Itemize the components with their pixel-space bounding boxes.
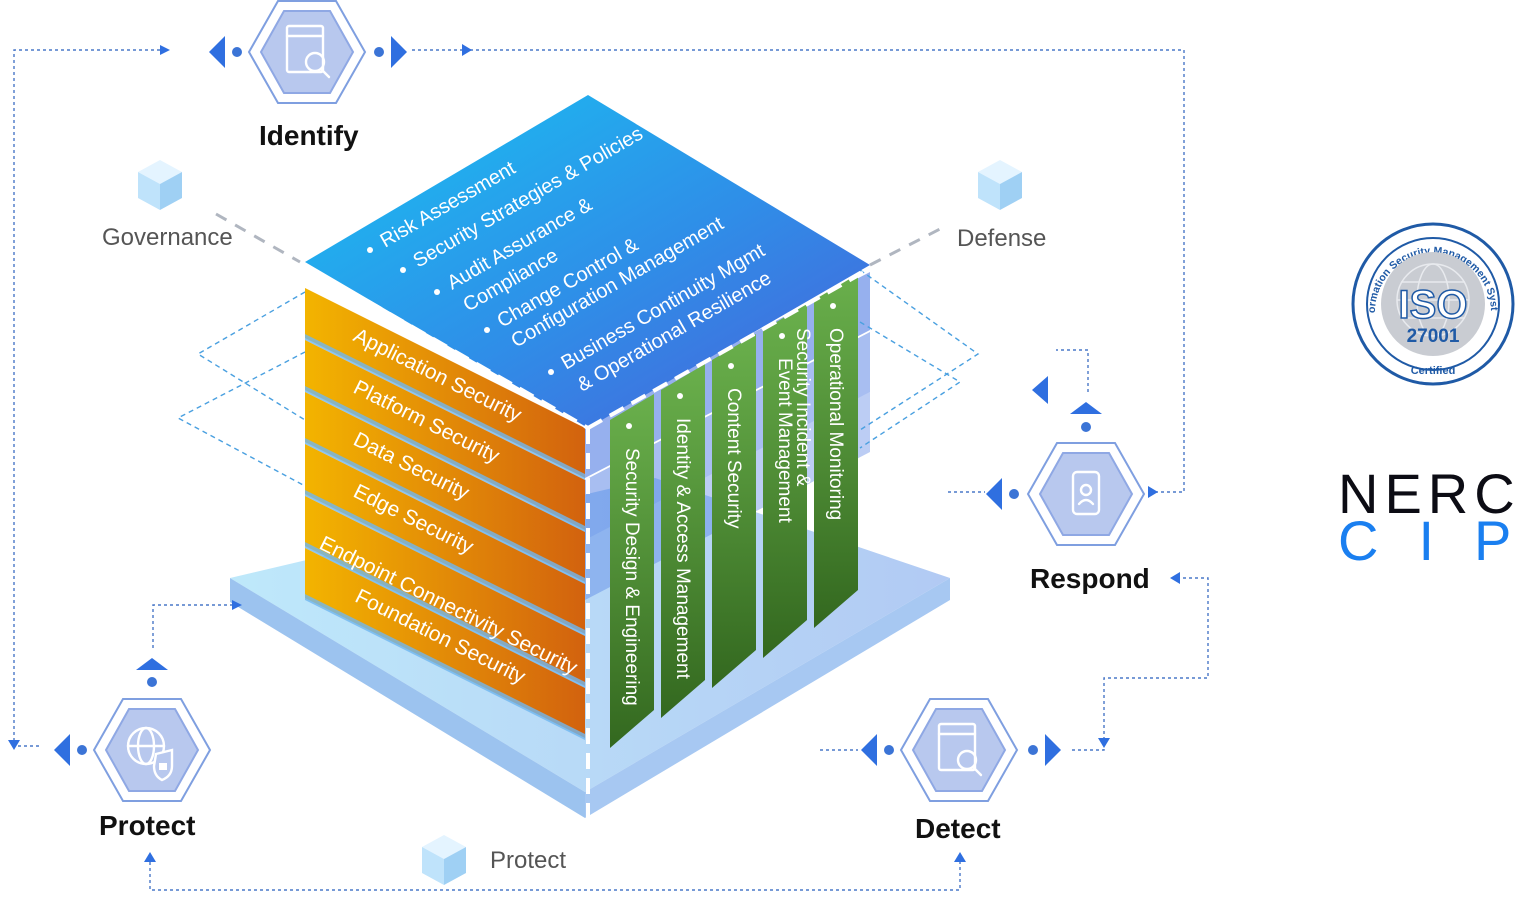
- iso-certified: Certified: [1411, 365, 1456, 377]
- nerc-text: NERC: [1338, 462, 1521, 525]
- iso-number: 27001: [1407, 326, 1460, 347]
- cube-edges: [215, 212, 943, 882]
- defense-label: Defense: [957, 225, 1046, 252]
- bullet-dot: [728, 363, 734, 369]
- bullet-dot: [484, 327, 490, 333]
- respond-label: Respond: [1030, 563, 1150, 594]
- bullet-dot: [400, 267, 406, 273]
- identify-label: Identify: [259, 120, 359, 151]
- dashed-outlines: [176, 269, 980, 487]
- pillar: Security Design & Engineering: [610, 394, 654, 748]
- defense-cube-icon: [978, 160, 1022, 210]
- pillar: Identity & Access Management: [661, 364, 705, 718]
- protect-side-label: Protect: [490, 847, 566, 874]
- layer-slab: Data Security: [305, 392, 585, 584]
- bullet-dot: [434, 289, 440, 295]
- pillar: Operational Monitoring: [814, 274, 858, 628]
- bullet-dot: [367, 247, 373, 253]
- bullet-dot: [548, 369, 554, 375]
- protect-label: Protect: [99, 810, 195, 841]
- bullet-dot: [830, 303, 836, 309]
- detect-label: Detect: [915, 813, 1001, 844]
- document-search-icon: [937, 722, 983, 777]
- document-search-icon: [285, 24, 331, 79]
- protect-cube-icon: [422, 835, 466, 885]
- globe-icon: [1396, 263, 1470, 337]
- flow-lines: [8, 44, 1209, 891]
- edge-ghost: [215, 212, 943, 267]
- pillar-label: Content Security: [723, 388, 744, 529]
- nerc-cip-logo: NERC CIP: [1338, 462, 1539, 572]
- pillar-label: Operational Monitoring: [825, 328, 846, 520]
- identify-node[interactable]: [209, 0, 407, 104]
- pillar-label: Security Incident &: [792, 328, 813, 487]
- governance-cube-icon: [138, 160, 182, 210]
- pillar-label: Identity & Access Management: [672, 418, 693, 680]
- pillar: Content Security: [712, 334, 756, 688]
- right-pillars: Security Design & Engineering Identity & …: [610, 274, 858, 748]
- pillar: Security Incident &Event Management: [763, 304, 813, 658]
- globe-lock-icon: [126, 726, 174, 782]
- iso-27001-badge: Information Security Management System I…: [1351, 222, 1515, 386]
- detect-node[interactable]: [861, 698, 1061, 802]
- pillar-label: Event Management: [774, 358, 795, 523]
- governance-label: Governance: [102, 224, 233, 251]
- bullet-dot: [779, 333, 785, 339]
- protect-node[interactable]: [54, 658, 212, 802]
- iso-main-text: ISO: [1399, 283, 1468, 327]
- pillar-label: Security Design & Engineering: [621, 448, 642, 706]
- cip-text: CIP: [1338, 509, 1539, 572]
- bullet-dot: [626, 423, 632, 429]
- respond-node[interactable]: [986, 376, 1146, 546]
- mobile-id-icon: [1071, 470, 1101, 516]
- bullet-dot: [677, 393, 683, 399]
